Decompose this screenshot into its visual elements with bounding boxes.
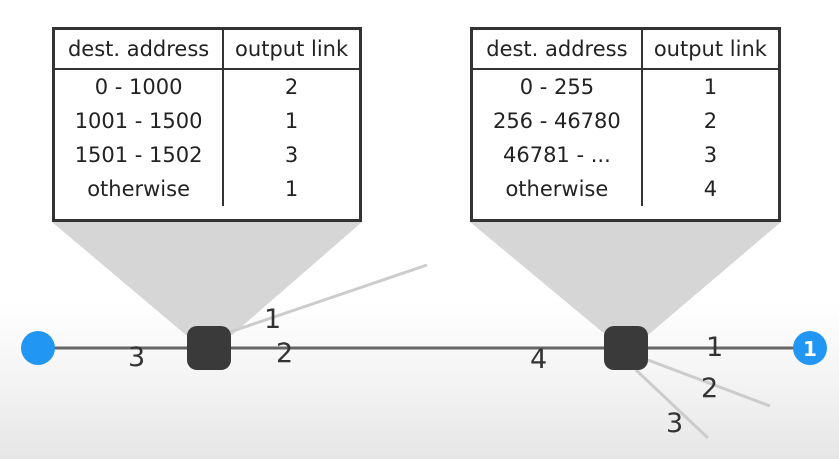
output-link-cell: 3 [284, 143, 299, 167]
dest-address-cell: 46781 - ... [473, 138, 643, 172]
left-forwarding-table-grid: dest. address output link 0 - 1000 2 100… [55, 30, 359, 206]
left-router-link-label-west: 3 [128, 342, 145, 373]
table-row: otherwise 4 [473, 172, 778, 206]
output-link-cell: 1 [703, 75, 718, 99]
output-link-header: output link [223, 30, 359, 70]
left-router-link-label-east: 2 [276, 338, 293, 369]
output-link-cell: 3 [703, 143, 718, 167]
source-node[interactable] [21, 331, 55, 365]
dest-address-cell: otherwise [473, 172, 643, 206]
right-forwarding-table-grid: dest. address output link 0 - 255 1 256 … [473, 30, 778, 206]
table-row: 0 - 255 1 [473, 69, 778, 104]
dest-address-cell: 1501 - 1502 [55, 138, 225, 172]
destination-node-label: 1 [803, 337, 817, 361]
dest-address-cell: 256 - 46780 [473, 104, 643, 138]
left-router[interactable] [187, 326, 231, 370]
right-router-link-label-west: 4 [530, 344, 547, 375]
output-link-cell: 2 [284, 75, 299, 99]
right-router-link-label-down: 3 [666, 408, 683, 439]
right-router-link-label-east: 1 [706, 332, 723, 363]
dest-address-header: dest. address [55, 30, 225, 70]
left-router-link-label-up: 1 [264, 304, 281, 335]
left-router-link-1-wire [229, 263, 428, 334]
right-zoom-wedge [470, 222, 781, 335]
dest-address-header: dest. address [473, 30, 643, 70]
left-zoom-wedge [52, 222, 362, 335]
table-row: 1501 - 1502 3 [55, 138, 359, 172]
table-header-row: dest. address output link [55, 30, 359, 70]
right-router-link-3-wire [634, 368, 710, 440]
table-row: 46781 - ... 3 [473, 138, 778, 172]
dest-address-cell: otherwise [55, 172, 225, 206]
output-link-cell: 4 [703, 177, 718, 201]
right-router-link-2-wire [647, 358, 771, 408]
output-link-cell: 1 [284, 177, 299, 201]
output-link-header: output link [641, 30, 778, 70]
dest-address-cell: 1001 - 1500 [55, 104, 225, 138]
table-row: otherwise 1 [55, 172, 359, 206]
table-row: 1001 - 1500 1 [55, 104, 359, 138]
left-forwarding-table: dest. address output link 0 - 1000 2 100… [52, 27, 362, 222]
right-router-link-label-down-right: 2 [701, 373, 718, 404]
table-header-row: dest. address output link [473, 30, 778, 70]
table-row: 0 - 1000 2 [55, 69, 359, 104]
right-router[interactable] [604, 326, 648, 370]
right-forwarding-table: dest. address output link 0 - 255 1 256 … [470, 27, 781, 222]
destination-node[interactable] [793, 331, 827, 365]
dest-address-cell: 0 - 1000 [55, 69, 225, 104]
output-link-cell: 2 [703, 109, 718, 133]
dest-address-cell: 0 - 255 [473, 69, 643, 104]
table-row: 256 - 46780 2 [473, 104, 778, 138]
output-link-cell: 1 [284, 109, 299, 133]
